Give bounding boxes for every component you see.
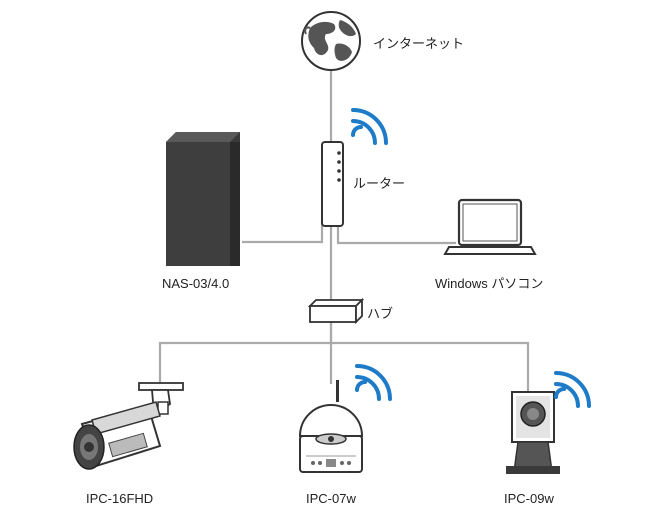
pc-label: Windows パソコン [435, 276, 544, 291]
globe-icon [301, 11, 361, 71]
wifi-icon [554, 371, 591, 408]
line-hub-cam1 [158, 322, 333, 382]
hub-icon [307, 297, 365, 325]
wifi-icon [355, 364, 392, 401]
nas-label: NAS-03/4.0 [162, 276, 230, 291]
cam3-label: IPC-09w [504, 491, 554, 506]
router-icon [321, 141, 344, 227]
cam2-label: IPC-07w [306, 491, 356, 506]
laptop-icon [443, 198, 537, 255]
dome-camera-icon [298, 380, 364, 473]
nas-icon [166, 132, 240, 266]
cube-camera-icon [506, 391, 560, 474]
hub-label: ハブ [367, 306, 394, 321]
router-label: ルーター [353, 176, 406, 191]
line-router-pc [336, 222, 456, 245]
line-router-nas [242, 220, 328, 244]
bullet-camera-icon [73, 382, 184, 470]
line-hub-cam3 [331, 341, 530, 392]
cam1-label: IPC-16FHD [86, 491, 154, 506]
internet-label: インターネット [373, 36, 465, 51]
wifi-icon [351, 108, 388, 145]
